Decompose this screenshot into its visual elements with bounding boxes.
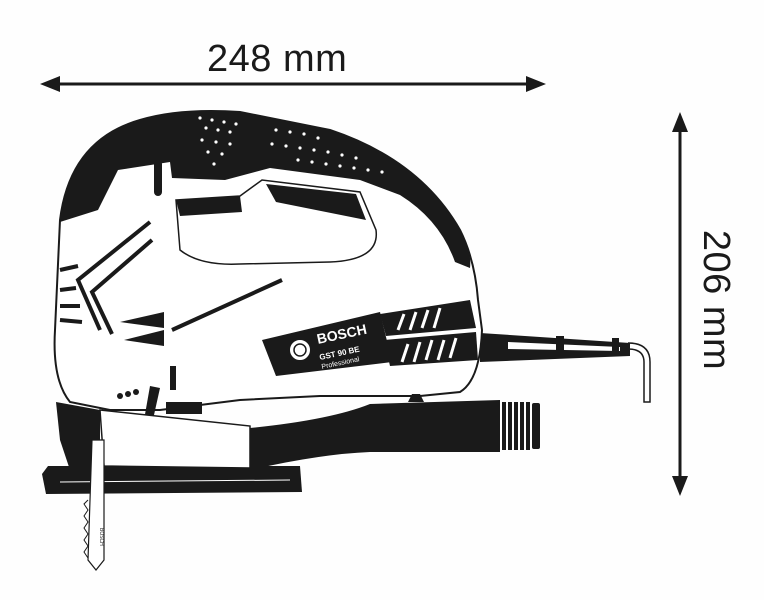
dust-extraction-tube xyxy=(250,394,540,470)
blade-label: BOSCH xyxy=(98,528,104,546)
saw-blade: BOSCH xyxy=(83,439,105,571)
housing: BOSCH GST 90 BE Professional xyxy=(53,110,484,434)
width-dimension-arrow xyxy=(40,76,546,92)
height-dimension-arrow xyxy=(672,112,688,496)
base-plate xyxy=(42,402,302,494)
grip-texture xyxy=(198,116,384,174)
power-cord xyxy=(480,333,651,403)
bosch-logo-icon xyxy=(288,338,312,362)
width-dimension-label: 248 mm xyxy=(207,38,348,80)
